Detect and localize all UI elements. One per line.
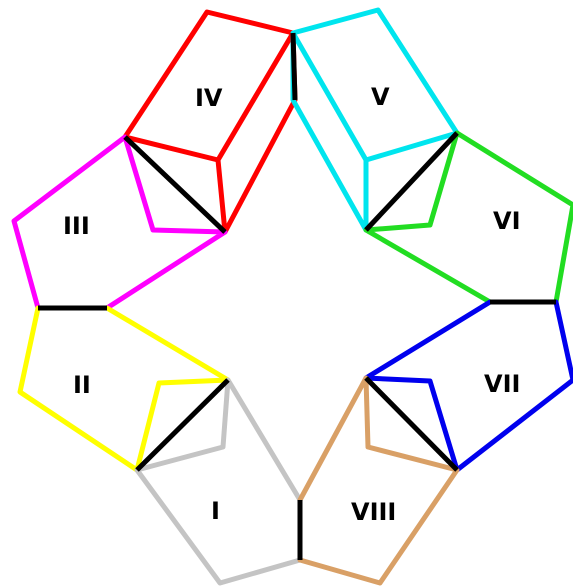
region-V-outline bbox=[290, 7, 460, 233]
region-VI bbox=[363, 130, 573, 305]
region-II-outline bbox=[17, 305, 231, 473]
shared-edge-V-VI bbox=[364, 131, 459, 232]
region-VII bbox=[363, 299, 573, 473]
shared-edge-III-IV bbox=[123, 135, 227, 234]
shared-edge-IV-V bbox=[290, 32, 298, 101]
label-III: III bbox=[63, 212, 90, 240]
label-VII: VII bbox=[484, 370, 520, 398]
region-I-outline bbox=[134, 377, 303, 586]
region-III-outline bbox=[11, 134, 228, 311]
region-VI-outline bbox=[363, 130, 573, 305]
shared-edges bbox=[38, 32, 556, 560]
label-IV: IV bbox=[195, 84, 223, 112]
region-III bbox=[11, 134, 228, 311]
region-VIII-outline bbox=[297, 375, 460, 586]
label-VIII: VIII bbox=[351, 498, 396, 526]
region-VII-outline bbox=[363, 299, 573, 473]
region-II bbox=[17, 305, 231, 473]
label-V: V bbox=[371, 83, 390, 111]
region-V bbox=[290, 7, 460, 233]
label-I: I bbox=[211, 497, 220, 525]
region-IV bbox=[122, 9, 298, 235]
label-VI: VI bbox=[493, 207, 521, 235]
label-II: II bbox=[73, 371, 91, 399]
region-IV-outline bbox=[122, 9, 298, 235]
region-I bbox=[134, 377, 303, 586]
region-VIII bbox=[297, 375, 460, 586]
shared-edge-I-II bbox=[135, 378, 230, 472]
shared-edge-VII-VIII bbox=[364, 376, 459, 472]
